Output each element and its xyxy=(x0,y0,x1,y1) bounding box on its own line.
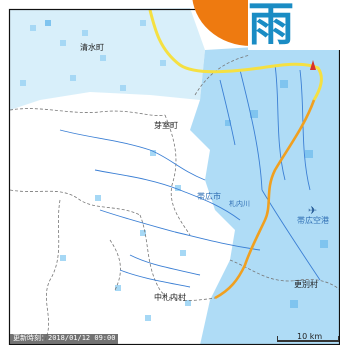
rivers xyxy=(59,64,321,288)
rain-cells-dark xyxy=(45,20,328,308)
rain-area-north xyxy=(10,8,205,110)
label-memuro: 芽室町 xyxy=(154,121,178,130)
boundaries xyxy=(9,54,340,341)
scale-bar: 10 km xyxy=(277,330,339,342)
label-satsunai: 札内川 xyxy=(229,200,250,208)
label-obihiro: 帯広市 xyxy=(197,192,221,201)
label-shimizu: 清水町 xyxy=(80,43,104,52)
label-airport: 帯広空港 xyxy=(297,216,329,225)
update-timestamp: 更新時刻：2018/01/12 09:00 xyxy=(10,334,119,344)
label-sarabetsu: 更別村 xyxy=(294,280,318,289)
expressway-yellow xyxy=(148,9,323,101)
highway-orange xyxy=(214,99,316,300)
scale-label: 10 km xyxy=(297,332,323,341)
rain-cells xyxy=(20,20,191,321)
scale-line xyxy=(277,336,339,342)
rain-logo: 雨 xyxy=(248,0,340,50)
airplane-icon: ✈ xyxy=(308,204,318,217)
red-marker xyxy=(310,60,316,70)
label-nakasatsunai: 中札内村 xyxy=(154,293,186,302)
